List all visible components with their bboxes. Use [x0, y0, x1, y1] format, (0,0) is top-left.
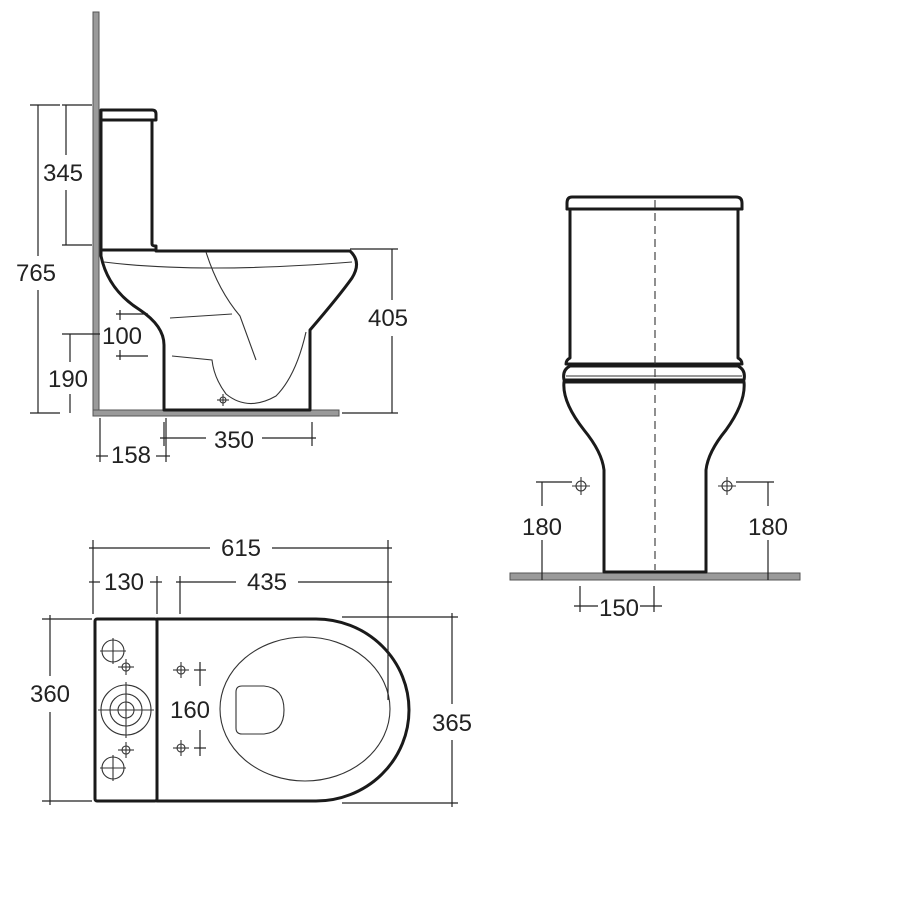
front-view: 180 180 150 [509, 195, 801, 622]
dim-label-615: 615 [221, 535, 261, 562]
dim-label-150: 150 [599, 595, 639, 622]
side-seat-line [103, 261, 353, 269]
front-cistern [564, 195, 744, 366]
plan-seat [219, 636, 391, 782]
wall [92, 11, 100, 417]
dim-label-405: 405 [368, 305, 408, 332]
dim-label-160: 160 [170, 697, 210, 724]
dim-label-130: 130 [104, 569, 144, 596]
dim-label-180-right: 180 [748, 514, 788, 541]
front-seat [562, 364, 746, 382]
side-bowl-line [205, 251, 257, 361]
dim-label-190: 190 [48, 366, 88, 393]
plan-cistern [93, 617, 159, 803]
dim-label-360: 360 [30, 681, 70, 708]
dim-label-350: 350 [214, 427, 254, 454]
side-trap-line [171, 331, 307, 405]
side-cistern [99, 108, 158, 252]
dim-label-180-left: 180 [522, 514, 562, 541]
side-pan [99, 243, 358, 412]
dim-label-765: 765 [16, 260, 56, 287]
plan-bowl-opening [235, 685, 285, 735]
plan-view: 160 615 130 435 360 365 [30, 535, 472, 807]
front-pan [562, 380, 746, 574]
dim-label-100: 100 [102, 323, 142, 350]
side-view: 345 765 405 100 190 158 3 [16, 11, 408, 469]
plan-pan [155, 617, 411, 803]
dim-label-345: 345 [43, 160, 83, 187]
side-trap-top [169, 313, 233, 319]
dim-label-435: 435 [247, 569, 287, 596]
dim-label-158: 158 [111, 442, 151, 469]
front-floor [509, 572, 801, 581]
dim-label-365: 365 [432, 710, 472, 737]
